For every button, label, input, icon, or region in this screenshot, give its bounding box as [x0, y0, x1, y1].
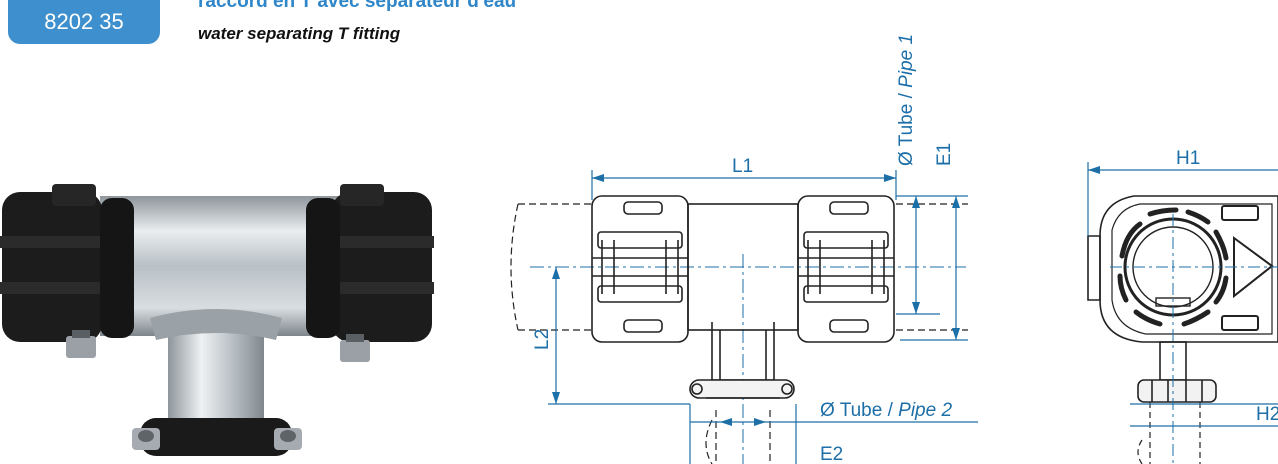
product-photo	[0, 184, 434, 456]
dimension-h2: H2	[1256, 404, 1278, 425]
side-view-drawing	[1087, 195, 1278, 464]
reference-badge: 8202 35	[8, 0, 160, 44]
photo-right-coupling	[332, 192, 432, 342]
photo-left-coupling	[2, 192, 102, 342]
front-pipe-dashes	[510, 203, 968, 464]
title-french: raccord en T avec séparateur d'eau	[198, 0, 517, 12]
dimension-l2: L2	[532, 329, 553, 350]
photo-bottom-clamp	[140, 418, 292, 456]
title-english: water separating T fitting	[198, 24, 401, 43]
front-right-coupling	[797, 195, 895, 343]
side-centerlines	[1110, 214, 1278, 464]
front-view-drawing	[510, 195, 968, 464]
side-bottom-clamp	[1137, 379, 1217, 403]
front-centerlines	[530, 254, 966, 464]
dimension-l1: L1	[732, 156, 753, 177]
side-body-outline	[1099, 195, 1278, 343]
dimension-pipe-1: Ø Tube / Pipe 1	[896, 34, 917, 166]
side-dimension-lines	[1087, 162, 1278, 427]
photo-branch-pipe	[168, 320, 264, 432]
front-dimension-lines	[548, 170, 978, 464]
dimension-h1: H1	[1176, 148, 1200, 169]
front-left-coupling	[591, 195, 689, 343]
front-bottom-clamp	[689, 379, 795, 399]
dimension-e2: E2	[820, 444, 843, 464]
dimension-pipe-2: Ø Tube / Pipe 2	[820, 400, 952, 421]
dimension-e1: E1	[934, 143, 955, 166]
